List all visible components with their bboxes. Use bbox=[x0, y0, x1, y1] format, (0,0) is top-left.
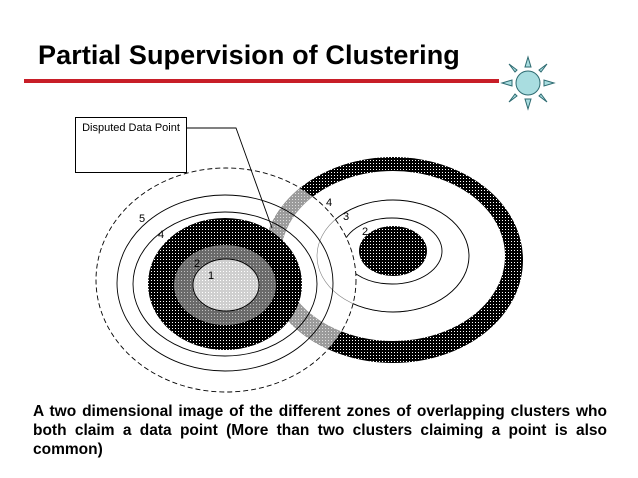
slide-title: Partial Supervision of Clustering bbox=[38, 40, 460, 70]
left-core bbox=[192, 258, 260, 312]
left-zone-5 bbox=[116, 194, 334, 372]
callout-leader-line bbox=[187, 127, 273, 229]
left-cluster bbox=[95, 167, 357, 393]
left-zone-label-4: 4 bbox=[158, 229, 164, 241]
left-boundary-dashed bbox=[95, 167, 357, 393]
left-zone-4 bbox=[132, 211, 318, 357]
title-underline bbox=[24, 79, 499, 83]
right-core bbox=[359, 226, 427, 276]
left-zone-label-2: 2 bbox=[194, 258, 200, 270]
right-zone-label-4: 4 bbox=[326, 197, 332, 209]
disputed-point-callout: Disputed Data Point bbox=[75, 117, 187, 173]
left-zone-label-5: 5 bbox=[139, 213, 145, 225]
right-zone-label-2: 2 bbox=[362, 226, 368, 238]
right-zone-label-3: 3 bbox=[343, 211, 349, 223]
slide-caption: A two dimensional image of the different… bbox=[33, 403, 607, 458]
left-zone-label-1: 1 bbox=[208, 270, 214, 282]
sun-icon bbox=[500, 55, 556, 111]
